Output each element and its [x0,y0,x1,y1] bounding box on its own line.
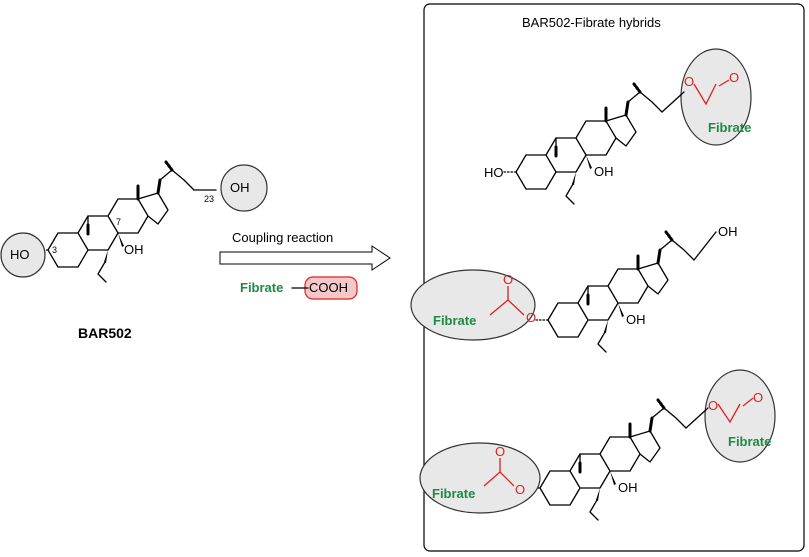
o-ester-h3b: O [515,482,525,497]
ester-highlight-h2 [410,269,536,341]
bar502-structure: OH 23 HO 3 7 OH [0,160,268,284]
hybrid-diester: OH O O Fibrate O O Fibrate [419,369,776,522]
fibrate-h1: Fibrate [708,120,751,135]
ho-3: HO [10,247,30,262]
ester-highlight-h1 [680,48,752,146]
oh-7-h3: OH [618,480,638,495]
hybrid-3-ester: OH OH O O Fibrate [410,224,738,354]
ester-highlight-h3a [704,369,776,463]
oh-7-h2: OH [626,312,646,327]
fibrate-h2: Fibrate [433,313,476,328]
c3-highlight [0,232,46,278]
o-ester-h2: O [526,310,536,325]
ester-highlight-h3b [419,442,541,514]
o-ester-h1: O [684,74,694,89]
ho-3-h1: HO [484,165,504,180]
o-carbonyl-h1: O [729,70,739,85]
arrow-label: Coupling reaction [232,230,333,245]
oh-23-h2: OH [718,224,738,239]
hybrid-23-ester: HO OH O O Fibrate [484,48,752,206]
panel-title: BAR502-Fibrate hybrids [522,15,661,30]
c23-highlight [220,164,268,212]
oh-7: OH [124,242,144,257]
oh-7-h1: OH [594,164,614,179]
compound-label: BAR502 [78,325,132,341]
o-carbonyl-h2: O [503,272,513,287]
o-ester-h3a: O [708,398,718,413]
fibrate-h3b: Fibrate [432,486,475,501]
reagent-fibrate: Fibrate [240,280,283,295]
o-carbonyl-h3b: O [495,444,505,459]
oh-23: OH [230,180,250,195]
o-carbonyl-h3a: O [753,390,763,405]
position-3: 3 [52,245,57,255]
fibrate-h3a: Fibrate [728,434,771,449]
position-23: 23 [204,194,214,204]
reaction-arrow [219,245,391,271]
position-7: 7 [116,217,121,227]
reagent-acid: COOH [309,280,348,295]
